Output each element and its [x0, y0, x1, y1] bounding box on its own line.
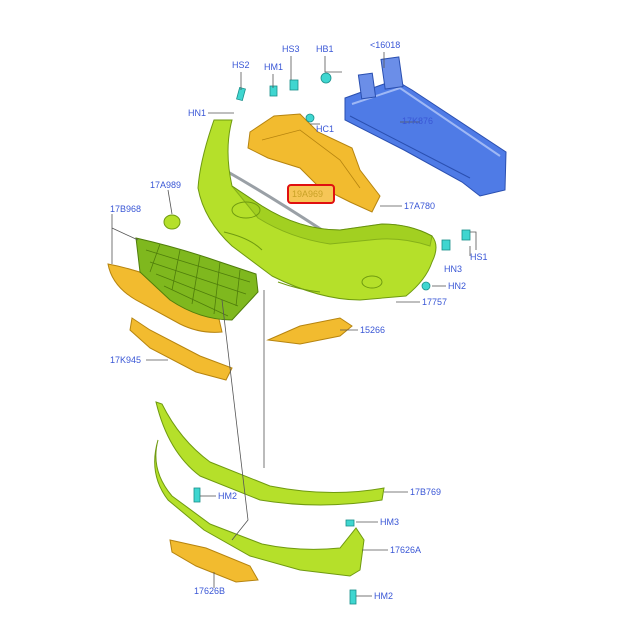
label-hn3: HN3: [444, 264, 462, 274]
leader-lines: [111, 52, 477, 597]
label-16018: <16018: [370, 40, 400, 50]
label-hs3: HS3: [282, 44, 300, 54]
lower-grille-trim: [129, 317, 233, 381]
label-17k876: 17K876: [402, 116, 433, 126]
part-labels: HS2 HM1 HS3 HB1 <16018 HN1 HC1 17K876 17…: [110, 40, 488, 601]
lower-valance: [154, 439, 365, 577]
label-17626a: 17626A: [390, 545, 421, 555]
label-hm2-left: HM2: [218, 491, 237, 501]
upper-chrome-strip: [227, 170, 323, 232]
lower-spoiler: [155, 401, 385, 506]
label-hm2-bottom: HM2: [374, 591, 393, 601]
label-hn2: HN2: [448, 281, 466, 291]
tow-eye-cap: [163, 214, 181, 230]
label-hm3: HM3: [380, 517, 399, 527]
label-hs2: HS2: [232, 60, 250, 70]
label-17757: 17757: [422, 297, 447, 307]
front-bumper-cover: [197, 119, 437, 301]
label-17k945: 17K945: [110, 355, 141, 365]
label-15266: 15266: [360, 325, 385, 335]
label-hn1: HN1: [188, 108, 206, 118]
valance-insert: [169, 539, 259, 583]
fog-lamp-bezel: [266, 317, 353, 345]
label-17626b: 17626B: [194, 586, 225, 596]
label-hc1: HC1: [316, 124, 334, 134]
label-17a989: 17A989: [150, 180, 181, 190]
label-hs1: HS1: [470, 252, 488, 262]
label-hm1: HM1: [264, 62, 283, 72]
highlight-box: [287, 184, 335, 204]
label-17b769: 17B769: [410, 487, 441, 497]
label-17a780: 17A780: [404, 201, 435, 211]
bumper-reinforcement-beam: [344, 56, 507, 197]
fasteners: [193, 72, 471, 605]
label-19a969: 19A969: [292, 189, 323, 199]
upper-bumper-bracket: [247, 113, 381, 213]
label-17b968: 17B968: [110, 204, 141, 214]
label-hb1: HB1: [316, 44, 334, 54]
lower-grille-assembly: [107, 237, 259, 333]
